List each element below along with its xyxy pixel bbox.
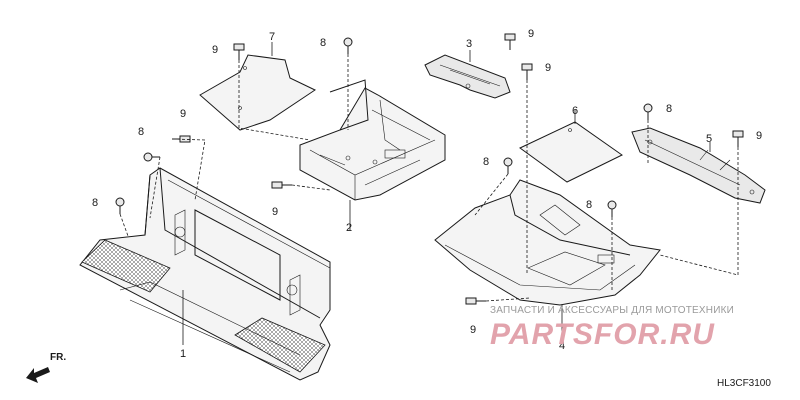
callouts: 7 8 9 3 9 9 9 8 6 8 5 9 8 8 8 9 2 9 1 4 <box>92 28 762 360</box>
part-1-floor-guard <box>79 167 331 381</box>
watermark-brand: PARTSFOR.RU <box>490 318 715 351</box>
callout-2: 2 <box>346 222 352 234</box>
part-5-side-bracket <box>631 127 766 204</box>
callout-6: 6 <box>572 105 578 117</box>
part-2-storage-tray <box>299 79 446 201</box>
clip-5 <box>503 157 513 174</box>
bolt-3 <box>521 63 533 80</box>
bolt-1 <box>233 43 245 60</box>
fasteners <box>115 33 744 305</box>
callout-8: 8 <box>92 197 98 209</box>
leader-lines <box>119 42 739 345</box>
clip-3 <box>115 197 125 214</box>
part-7-mat <box>199 54 317 131</box>
callout-8: 8 <box>666 103 672 115</box>
watermark-caption: ЗАПЧАСТИ И АКСЕССУАРЫ ДЛЯ МОТОТЕХНИКИ <box>490 305 735 316</box>
bolt-6 <box>732 130 744 147</box>
part-6-plate <box>519 121 623 183</box>
diagram-code: HL3CF3100 <box>717 378 771 389</box>
callout-9: 9 <box>528 28 534 40</box>
callout-9: 9 <box>756 130 762 142</box>
bolt-7 <box>465 297 486 305</box>
callout-3: 3 <box>466 38 472 50</box>
callout-9: 9 <box>545 62 551 74</box>
callout-8: 8 <box>320 37 326 49</box>
clip-1 <box>343 37 353 54</box>
part-3-rear-bracket <box>424 54 511 99</box>
bolt-2 <box>504 33 516 50</box>
front-arrow-icon <box>26 367 50 383</box>
clip-4 <box>643 103 653 120</box>
callout-8: 8 <box>483 156 489 168</box>
callout-9: 9 <box>180 108 186 120</box>
callout-7: 7 <box>269 31 275 43</box>
callout-5: 5 <box>706 133 712 145</box>
callout-9: 9 <box>212 44 218 56</box>
callout-9: 9 <box>272 206 278 218</box>
callout-4: 4 <box>559 340 565 352</box>
front-direction-label: FR. <box>50 352 67 363</box>
callout-8: 8 <box>138 126 144 138</box>
clip-2 <box>143 152 160 162</box>
bolt-5 <box>271 181 292 189</box>
clip-6 <box>607 200 617 217</box>
callout-9: 9 <box>470 324 476 336</box>
callout-8: 8 <box>586 199 592 211</box>
callout-1: 1 <box>180 348 186 360</box>
part-4-lower-tray <box>434 179 661 306</box>
